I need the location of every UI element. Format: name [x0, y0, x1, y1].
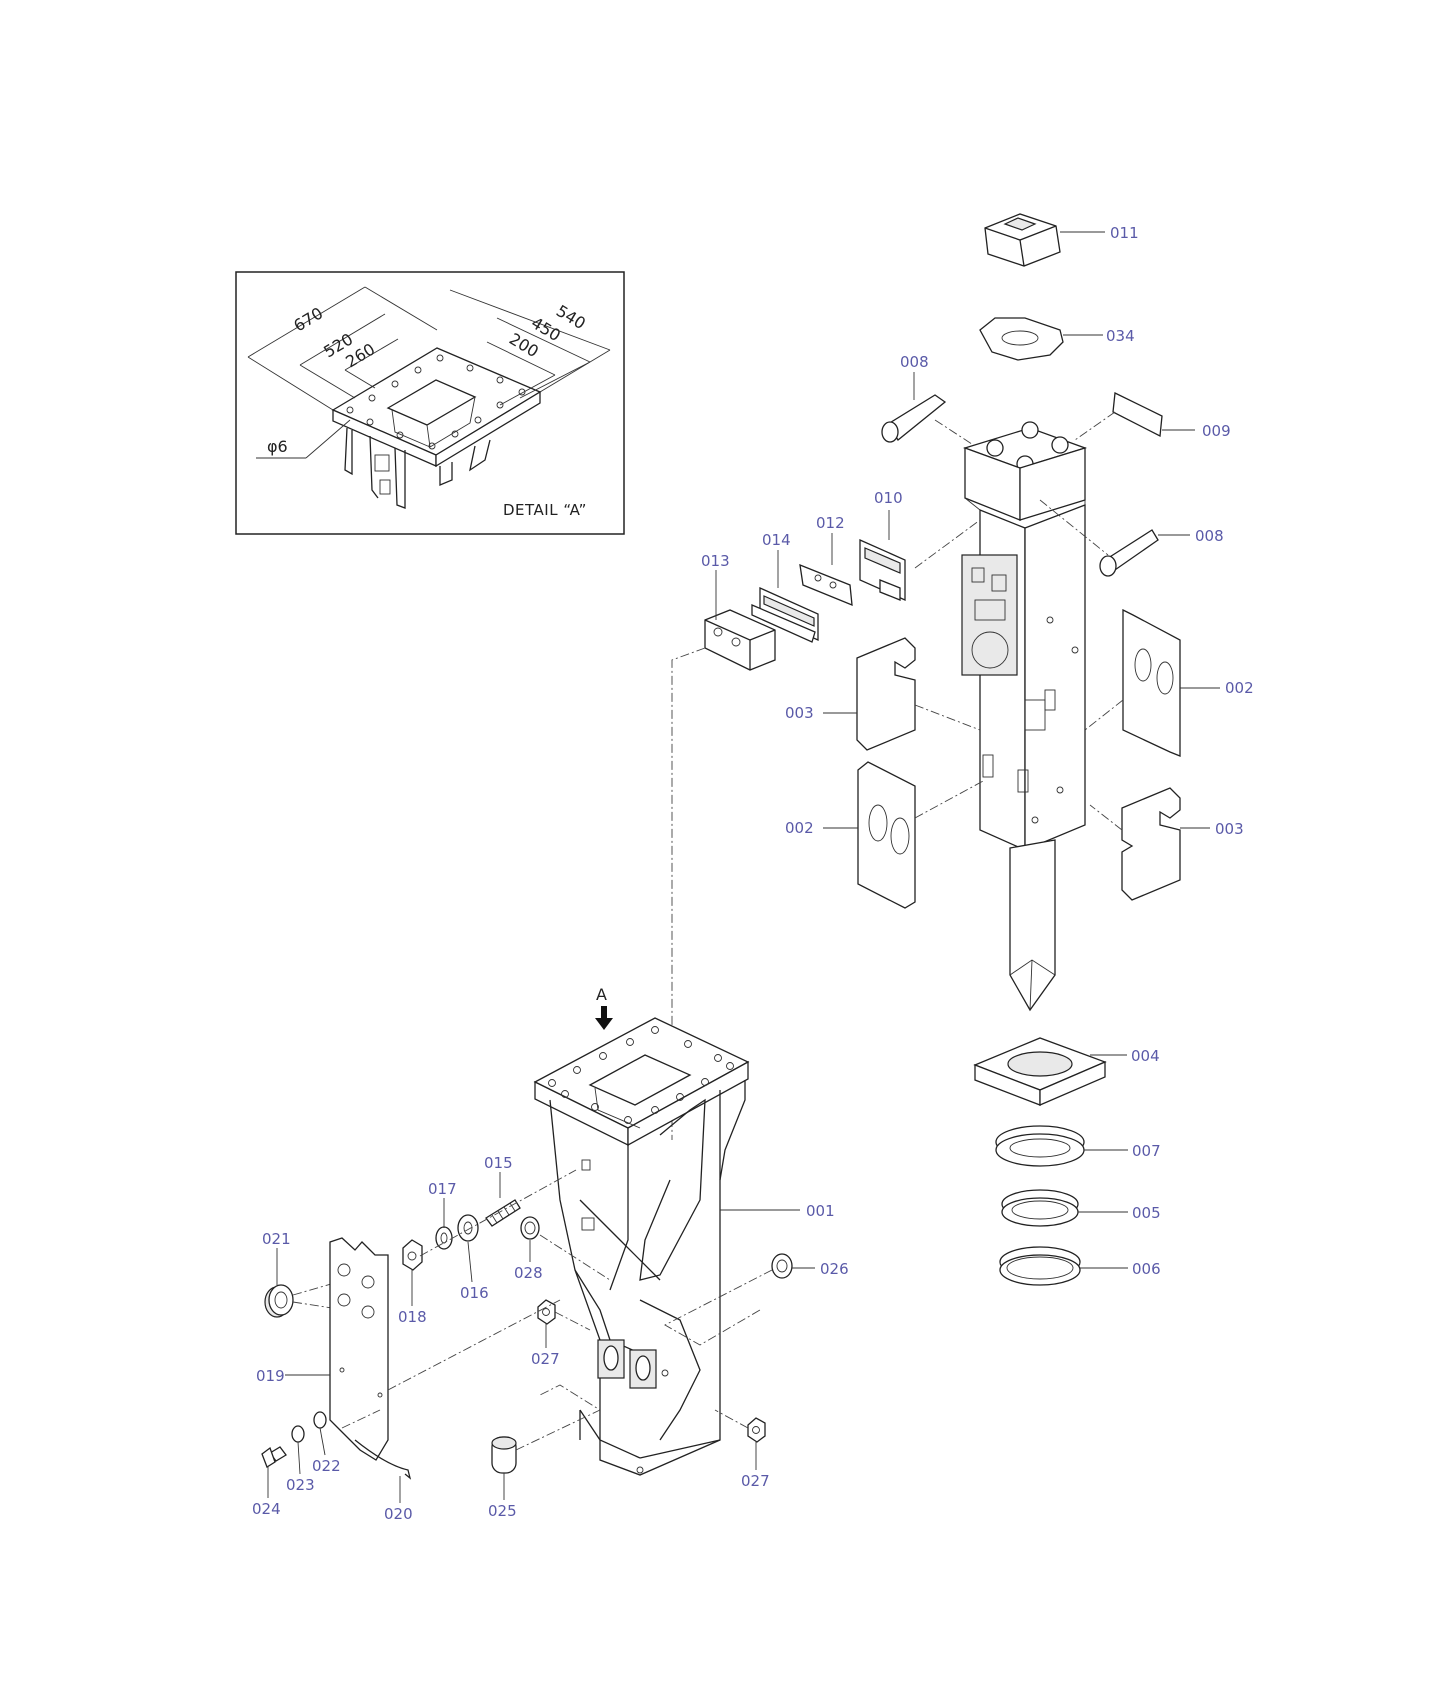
label-028: 028 [514, 1264, 543, 1282]
label-007: 007 [1132, 1142, 1161, 1160]
label-008-top: 008 [900, 353, 929, 371]
label-010: 010 [874, 489, 903, 507]
part-007-shape [995, 1125, 1085, 1167]
label-006: 006 [1132, 1260, 1161, 1278]
label-012: 012 [816, 514, 845, 532]
part-005-shape [1001, 1189, 1079, 1227]
part-011-shape [984, 213, 1061, 267]
label-015: 015 [484, 1154, 513, 1172]
label-013: 013 [701, 552, 730, 570]
label-023: 023 [286, 1476, 315, 1494]
detail-a-caption: DETAIL “A” [503, 501, 587, 519]
label-001: 001 [806, 1202, 835, 1220]
label-027-upper: 027 [531, 1350, 560, 1368]
part-021-shape [264, 1284, 294, 1318]
label-017: 017 [428, 1180, 457, 1198]
label-004: 004 [1131, 1047, 1160, 1065]
part-004-shape [973, 1037, 1107, 1106]
label-019: 019 [256, 1367, 285, 1385]
label-008-right: 008 [1195, 527, 1224, 545]
part-016-shape [457, 1214, 479, 1242]
label-016: 016 [460, 1284, 489, 1302]
label-020: 020 [384, 1505, 413, 1523]
part-002-right-shape [1122, 608, 1181, 757]
part-003-left-shape [856, 637, 916, 751]
part-018-shape [402, 1239, 423, 1271]
part-006-shape [999, 1246, 1081, 1286]
part-009-shape [1112, 392, 1163, 438]
part-022-shape [313, 1411, 327, 1429]
part-008-top-shape [881, 394, 947, 443]
part-024-shape [261, 1446, 287, 1468]
part-012-shape [799, 563, 853, 607]
bracket-assembly: A [261, 647, 815, 1503]
part-014-shape [751, 586, 819, 643]
part-027-upper-shape [537, 1299, 556, 1325]
part-002-left-shape [857, 761, 916, 909]
part-025-shape [491, 1436, 517, 1474]
label-018: 018 [398, 1308, 427, 1326]
view-a-arrow-icon [595, 1006, 613, 1030]
part-008-right-shape [1099, 529, 1159, 577]
label-002-right: 002 [1225, 679, 1254, 697]
dim-hole-diameter: φ6 [267, 437, 288, 456]
breaker-assembly [704, 213, 1220, 1286]
label-027-lower: 027 [741, 1472, 770, 1490]
part-019-shape [329, 1237, 389, 1461]
part-026-shape [771, 1253, 793, 1279]
label-003-left: 003 [785, 704, 814, 722]
part-020-shape [354, 1439, 412, 1480]
label-005: 005 [1132, 1204, 1161, 1222]
detail-a-view: 670 520 260 540 450 200 φ6 DETAIL “A” [235, 271, 625, 535]
part-labels: 011 034 008 009 010 008 012 014 013 003 … [252, 224, 1254, 1523]
label-025: 025 [488, 1502, 517, 1520]
label-002-left: 002 [785, 819, 814, 837]
label-009: 009 [1202, 422, 1231, 440]
label-021: 021 [262, 1230, 291, 1248]
view-a-marker: A [596, 985, 607, 1004]
part-027-lower-shape [747, 1417, 766, 1443]
part-023-shape [291, 1425, 305, 1443]
label-022: 022 [312, 1457, 341, 1475]
part-028-shape [520, 1216, 540, 1240]
label-003-right: 003 [1215, 820, 1244, 838]
label-034: 034 [1106, 327, 1135, 345]
label-026: 026 [820, 1260, 849, 1278]
part-034-shape [979, 317, 1064, 361]
part-001-shape [533, 1017, 750, 1476]
part-003-right-shape [1121, 787, 1181, 901]
label-024: 024 [252, 1500, 281, 1518]
label-014: 014 [762, 531, 791, 549]
breaker-body [961, 421, 1088, 1012]
part-010-shape [859, 538, 906, 602]
part-015-shape [485, 1199, 521, 1227]
label-011: 011 [1110, 224, 1139, 242]
